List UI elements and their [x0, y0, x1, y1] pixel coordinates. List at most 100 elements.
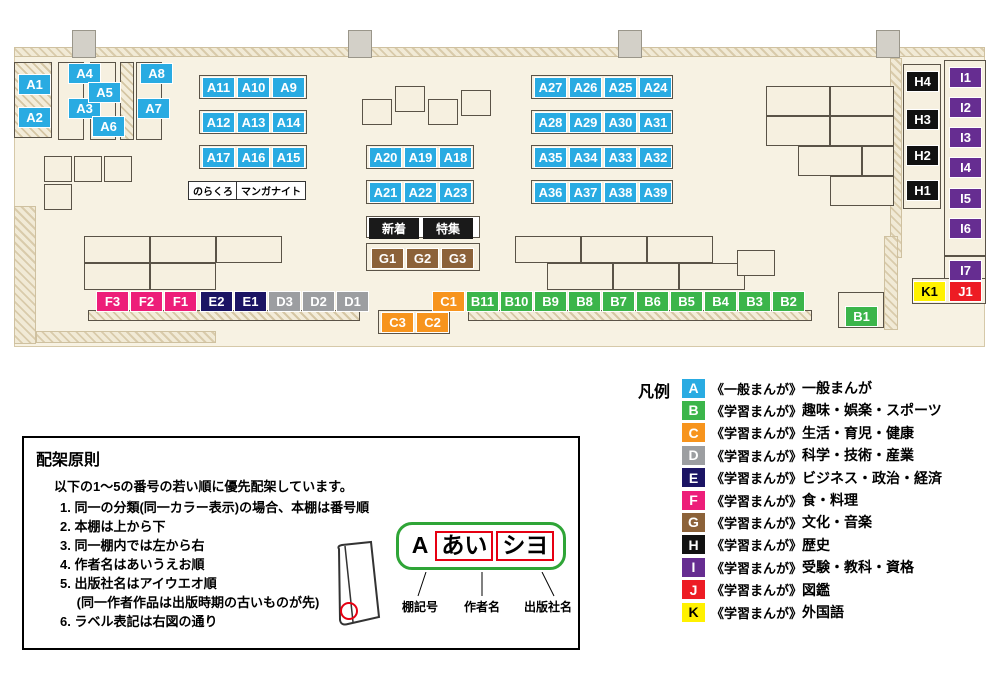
legend-category-name: 歴史	[802, 536, 831, 553]
shelf-label-a1: A1	[18, 74, 51, 95]
legend-category-name: 一般まんが	[802, 380, 873, 396]
shelf-label-a22: A22	[404, 182, 437, 203]
legend-bracket-label: 《学習まんが》	[711, 493, 803, 509]
shelf	[613, 263, 679, 290]
shelf-label-a10: A10	[237, 77, 270, 98]
shelf	[461, 90, 491, 116]
legend-category-name: 受験・教科・資格	[802, 559, 915, 576]
book-spine-icon	[337, 540, 381, 626]
shelf-label-b8: B8	[568, 291, 601, 312]
shelf-label-a35: A35	[534, 147, 567, 168]
shelf-label-i1: I1	[949, 67, 982, 88]
legend-title: 凡例	[638, 384, 671, 401]
principles-panel: 配架原則 以下の1〜5の番号の若い順に優先配架しています。 1. 同一の分類(同…	[22, 436, 580, 650]
shelf-label-a6: A6	[92, 116, 125, 137]
callout-author: 作者名	[464, 600, 501, 614]
shelf-label-b11: B11	[466, 291, 499, 312]
shelf-label-a16: A16	[237, 147, 270, 168]
pillar	[618, 30, 642, 58]
shelf-label-i2: I2	[949, 97, 982, 118]
rule-line: (同一作者作品は出版時期の古いものが先)	[60, 595, 320, 610]
shelf-label-a23: A23	[439, 182, 472, 203]
shelf-label-a13: A13	[237, 112, 270, 133]
legend-item-d: D《学習まんが》科学・技術・産業	[682, 445, 914, 465]
shelf	[830, 116, 894, 146]
shelf	[84, 263, 150, 290]
legend-item-j: J《学習まんが》図鑑	[682, 580, 830, 600]
shelf-label-f3: F3	[96, 291, 129, 312]
legend-bracket-label: 《学習まんが》	[711, 515, 803, 531]
legend-category-name: 趣味・娯楽・スポーツ	[802, 402, 942, 419]
shelf-label-b1: B1	[845, 306, 878, 327]
shelf-label-d3: D3	[268, 291, 301, 312]
shelf-label-a14: A14	[272, 112, 305, 133]
shelf	[766, 86, 830, 116]
legend-bracket-label: 《学習まんが》	[711, 403, 803, 419]
shelf-label-a26: A26	[569, 77, 602, 98]
shelf-label-a20: A20	[369, 147, 402, 168]
shelf-label-g1: G1	[371, 248, 404, 269]
shelf	[679, 263, 745, 290]
shelf-label-i7: I7	[949, 260, 982, 281]
shelf-label-a30: A30	[604, 112, 637, 133]
shelf-label-a34: A34	[569, 147, 602, 168]
shelf-label-a19: A19	[404, 147, 437, 168]
map-text-label: マンガナイト	[236, 181, 306, 200]
shelf-label-h1: H1	[906, 180, 939, 201]
shelf-label-a17: A17	[202, 147, 235, 168]
legend-bracket-label: 《学習まんが》	[711, 471, 803, 487]
shelf-label-a7: A7	[137, 98, 170, 119]
shelf-label-b6: B6	[636, 291, 669, 312]
shelf-label-b9: B9	[534, 291, 567, 312]
shelf-label-c3: C3	[381, 312, 414, 333]
shelf	[44, 156, 72, 182]
shelf	[216, 236, 282, 263]
shelf-label-b10: B10	[500, 291, 533, 312]
shelf-label-i3: I3	[949, 127, 982, 148]
rule-line: 5. 出版社名はアイウエオ順	[60, 576, 217, 591]
legend-category-name: ビジネス・政治・経済	[802, 469, 943, 486]
legend-color-chip-c: C	[682, 423, 705, 443]
legend-item-e: E《学習まんが》ビジネス・政治・経済	[682, 468, 942, 488]
shelf-label-a24: A24	[639, 77, 672, 98]
shelf-label-g3: G3	[441, 248, 474, 269]
shelf-label-a11: A11	[202, 77, 235, 98]
shelf	[74, 156, 102, 182]
shelf-label-h4: H4	[906, 71, 939, 92]
shelf	[150, 236, 216, 263]
legend-category-name: 外国語	[802, 604, 845, 620]
legend-category-name: 文化・音楽	[802, 514, 873, 531]
legend-item-g: G《学習まんが》文化・音楽	[682, 512, 872, 532]
shelf-label-d2: D2	[302, 291, 335, 312]
shelf-label-h2: H2	[906, 145, 939, 166]
legend-item-f: F《学習まんが》食・料理	[682, 490, 858, 510]
shelf	[104, 156, 132, 182]
legend-category-name: 科学・技術・産業	[802, 447, 915, 464]
shelf-label-b7: B7	[602, 291, 635, 312]
rule-line: 4. 作者名はあいうえお順	[60, 557, 205, 572]
legend-color-chip-h: H	[682, 535, 705, 555]
shelf	[84, 236, 150, 263]
shelf	[737, 250, 775, 276]
shelf-label-a3: A3	[68, 98, 101, 119]
legend-color-chip-f: F	[682, 490, 705, 510]
shelf-label-a15: A15	[272, 147, 305, 168]
legend-color-chip-k: K	[682, 602, 705, 622]
legend-item-i: I《学習まんが》受験・教科・資格	[682, 557, 914, 577]
rule-line: 2. 本棚は上から下	[60, 519, 166, 534]
map-text-label: のらくろ	[188, 181, 238, 200]
hatched-area	[36, 331, 216, 343]
shelf-label-a2: A2	[18, 107, 51, 128]
shelf	[830, 86, 894, 116]
shelf-label-c2: C2	[416, 312, 449, 333]
shelf	[44, 184, 72, 210]
shelf-label-i5: I5	[949, 188, 982, 209]
shelf-label-a38: A38	[604, 182, 637, 203]
shelf-label-b5: B5	[670, 291, 703, 312]
shelf	[362, 99, 392, 125]
shelf-label-i6: I6	[949, 218, 982, 239]
legend-color-chip-a: A	[682, 378, 705, 398]
shelf-label-b3: B3	[738, 291, 771, 312]
